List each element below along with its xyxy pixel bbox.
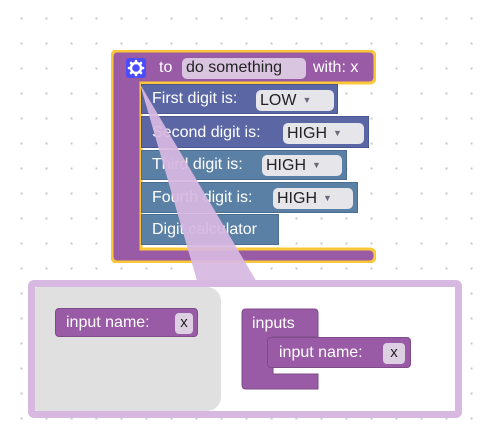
input-name-field[interactable]: x [175, 313, 193, 334]
digit-dropdown[interactable]: HIGH ▼ [262, 155, 342, 176]
bubble-pointer [140, 84, 258, 284]
inputs-label: inputs [252, 315, 295, 332]
digit-dropdown[interactable]: LOW ▼ [256, 90, 334, 111]
flyout-input-name-block[interactable]: input name: x [55, 308, 198, 337]
input-name-label: input name: [66, 314, 150, 331]
triangle-down-icon: ▼ [323, 193, 332, 203]
triangle-down-icon: ▼ [312, 160, 321, 170]
inputs-container-block[interactable]: inputs [241, 308, 411, 390]
with-params-label: with: x [313, 59, 359, 76]
mutator-button[interactable] [126, 58, 146, 78]
procedure-definition-block[interactable]: to do something with: x [111, 50, 376, 263]
statement-block-second-digit[interactable]: Second digit is: HIGH ▼ [141, 116, 369, 148]
digit-dropdown[interactable]: HIGH ▼ [283, 123, 364, 144]
procedure-name-field[interactable]: do something [182, 58, 306, 79]
dropdown-value: HIGH [277, 190, 317, 207]
input-name-field[interactable]: x [383, 343, 405, 364]
input-name-label: input name: [279, 344, 363, 361]
gear-icon [127, 59, 145, 77]
inputs-container-shape [241, 308, 319, 390]
triangle-down-icon: ▼ [302, 95, 312, 105]
dropdown-value: HIGH [287, 125, 327, 142]
triangle-down-icon: ▼ [333, 128, 342, 138]
statement-label: First digit is: [152, 90, 238, 107]
mutator-bubble[interactable]: input name: x inputs input name: x [28, 280, 462, 418]
statement-label: Second digit is: [152, 124, 261, 141]
to-label: to [159, 59, 173, 76]
mutator-flyout [35, 287, 221, 411]
dropdown-value: HIGH [266, 157, 306, 174]
dropdown-value: LOW [260, 92, 297, 109]
digit-dropdown[interactable]: HIGH ▼ [273, 188, 353, 209]
container-input-name-block[interactable]: input name: x [267, 337, 411, 368]
statement-block-first-digit[interactable]: First digit is: LOW ▼ [141, 84, 338, 114]
